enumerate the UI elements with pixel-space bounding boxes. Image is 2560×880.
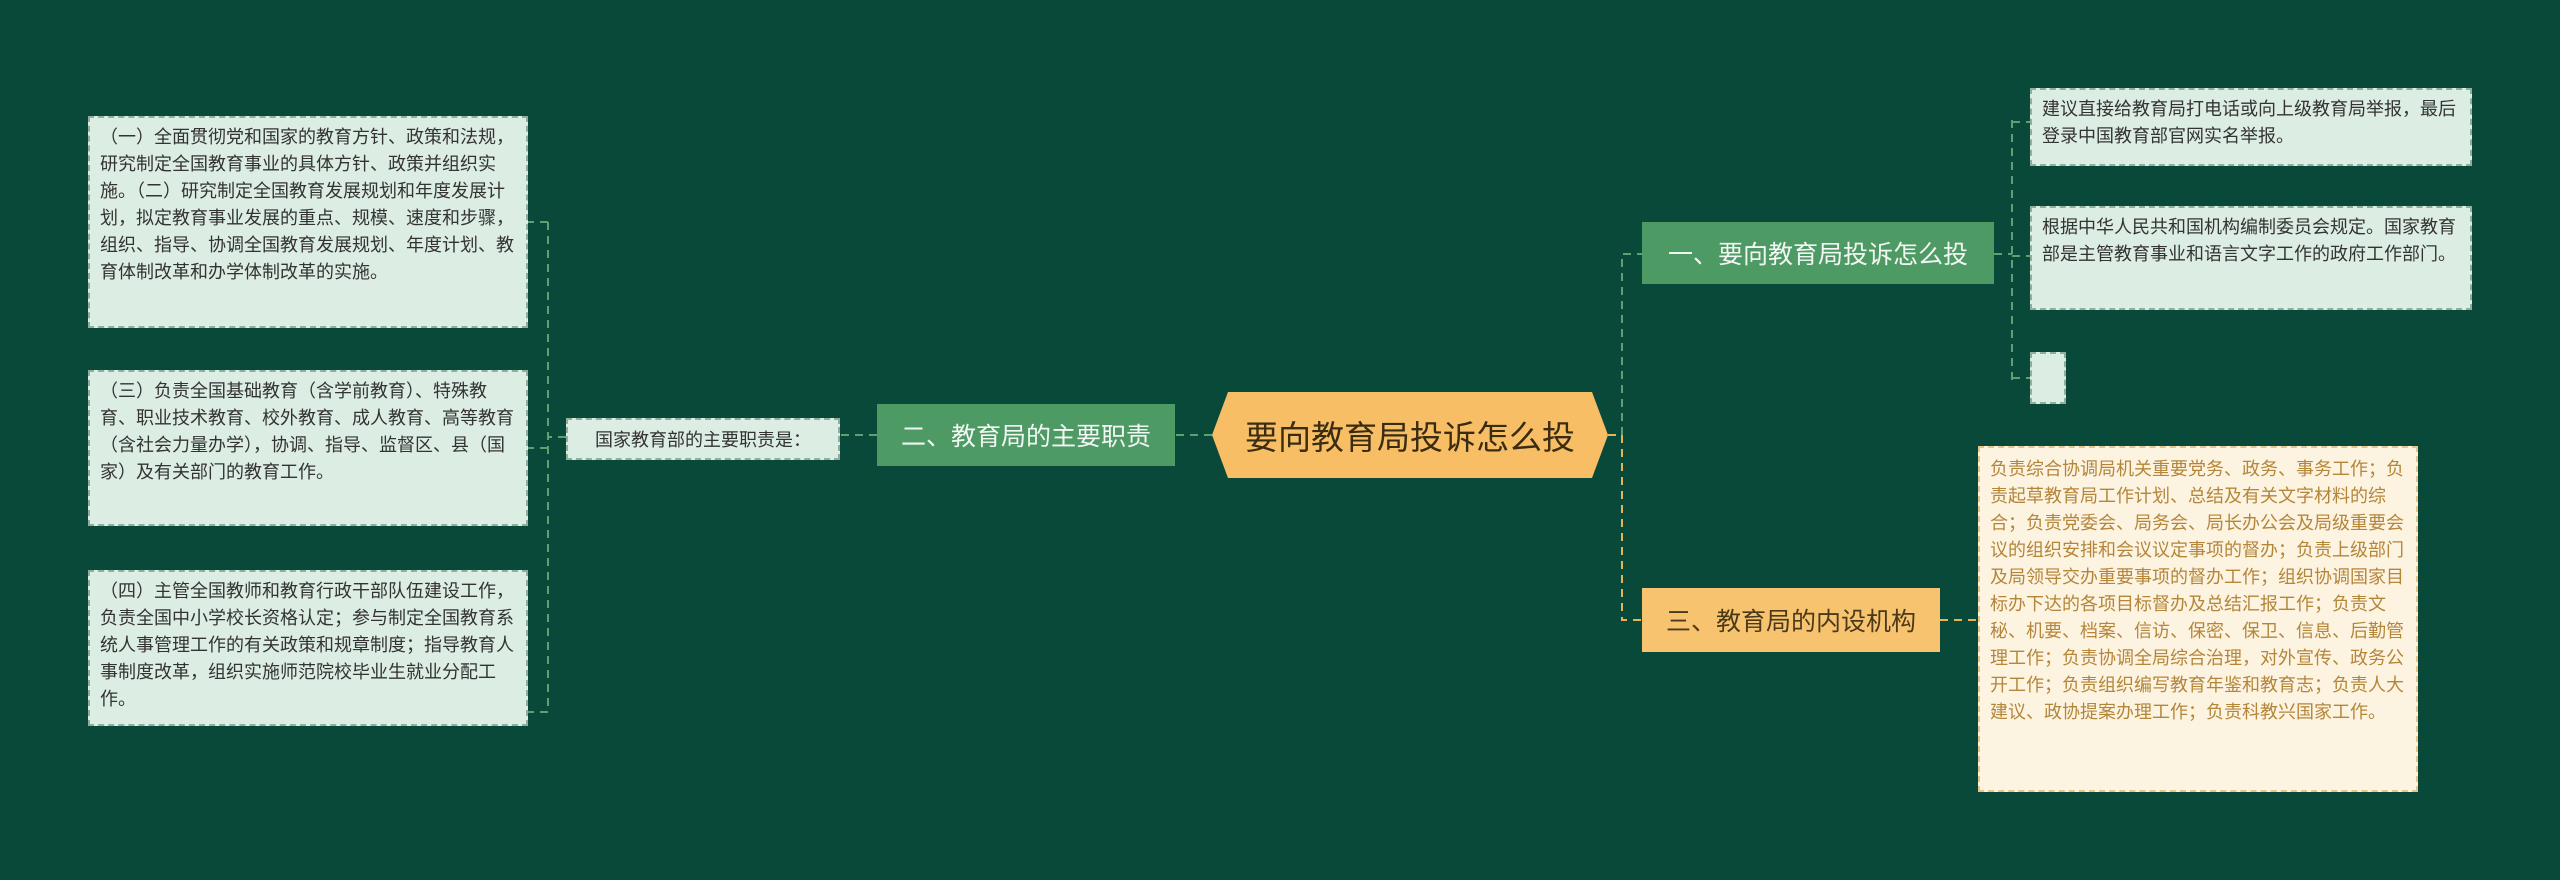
- leaf-internal-structure[interactable]: 负责综合协调局机关重要党务、政务、事务工作；负责起草教育局工作计划、总结及有关文…: [1978, 446, 2418, 792]
- link-sub-leaves: [528, 221, 566, 713]
- sub-label-duties-intro[interactable]: 国家教育部的主要职责是：: [566, 418, 840, 460]
- leaf-empty[interactable]: [2030, 352, 2066, 404]
- branch-internal-structure[interactable]: 三、教育局的内设机构: [1642, 588, 1940, 652]
- leaf-ministry-definition[interactable]: 根据中华人民共和国机构编制委员会规定。国家教育部是主管教育事业和语言文字工作的政…: [2030, 206, 2472, 310]
- root-node[interactable]: 要向教育局投诉怎么投: [1212, 392, 1608, 478]
- leaf-complain-advice[interactable]: 建议直接给教育局打电话或向上级教育局举报，最后登录中国教育部官网实名举报。: [2030, 88, 2472, 166]
- branch-how-to-complain[interactable]: 一、要向教育局投诉怎么投: [1642, 222, 1994, 284]
- link-root-b1: [1608, 253, 1642, 436]
- leaf-duties-1-2[interactable]: （一）全面贯彻党和国家的教育方针、政策和法规，研究制定全国教育事业的具体方针、政…: [88, 116, 528, 328]
- root-title: 要向教育局投诉怎么投: [1245, 418, 1575, 457]
- link-b1-leaves: [1994, 120, 2030, 380]
- branch-main-duties[interactable]: 二、教育局的主要职责: [877, 404, 1175, 466]
- link-root-b3: [1608, 434, 1642, 621]
- root-shape: [1212, 392, 1608, 478]
- leaf-duties-4[interactable]: （四）主管全国教师和教育行政干部队伍建设工作，负责全国中小学校长资格认定；参与制…: [88, 570, 528, 726]
- leaf-duties-3[interactable]: （三）负责全国基础教育（含学前教育）、特殊教育、职业技术教育、校外教育、成人教育…: [88, 370, 528, 526]
